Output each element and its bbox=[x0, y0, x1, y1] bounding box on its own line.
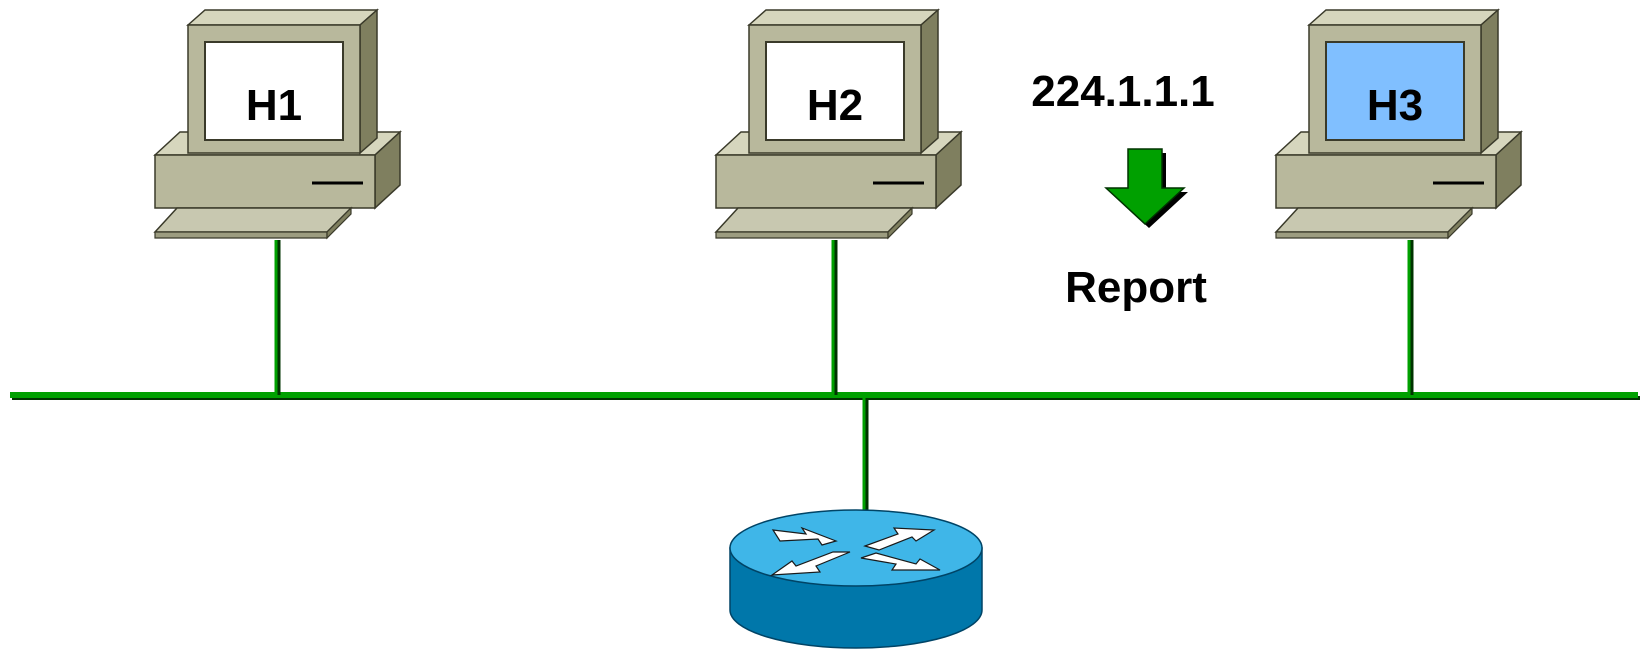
host-h2: H2 bbox=[714, 8, 963, 240]
host-h1: H1 bbox=[153, 8, 402, 240]
host-label: H2 bbox=[807, 81, 863, 130]
host-label: H1 bbox=[246, 81, 302, 130]
router-drop bbox=[862, 398, 869, 518]
host-label: H3 bbox=[1367, 81, 1423, 130]
arrow-down-icon bbox=[1104, 148, 1188, 228]
host-screen bbox=[204, 41, 344, 141]
host-screen bbox=[1325, 41, 1465, 141]
host-screen bbox=[765, 41, 905, 141]
lan-segment bbox=[10, 392, 1640, 400]
group-address-label: 224.1.1.1 bbox=[1031, 67, 1215, 116]
router-icon bbox=[729, 509, 983, 649]
host-h3: H3 bbox=[1274, 8, 1523, 240]
host-drops bbox=[274, 240, 1414, 395]
message-label: Report bbox=[1065, 263, 1207, 312]
